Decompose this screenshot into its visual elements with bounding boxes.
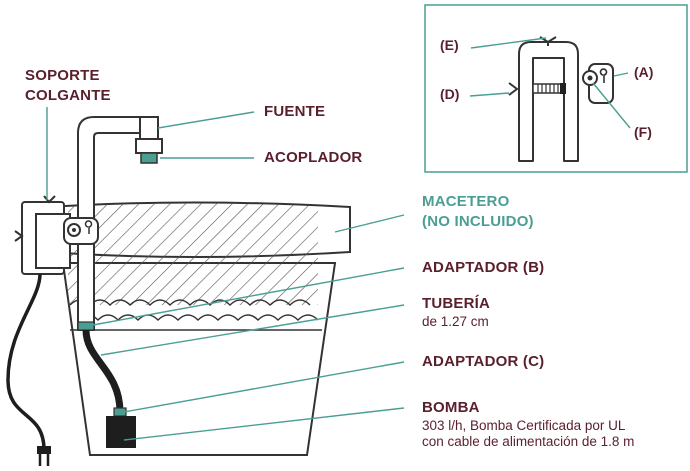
label-soporte-line1: SOPORTE <box>25 67 100 84</box>
label-tuberia-detail: de 1.27 cm <box>422 314 489 329</box>
label-acoplador: ACOPLADOR <box>264 149 363 166</box>
inset-label-d: (D) <box>440 86 460 102</box>
pump <box>106 416 136 448</box>
label-bomba-detail-1: 303 l/h, Bomba Certificada por UL <box>422 418 626 433</box>
inset-detail-box <box>424 4 688 173</box>
inset-label-f: (F) <box>634 124 652 140</box>
label-adaptador-b: ADAPTADOR (B) <box>422 259 545 276</box>
inset-label-e: (E) <box>440 37 459 53</box>
label-soporte-line2: COLGANTE <box>25 87 111 104</box>
label-bomba: BOMBA <box>422 399 480 416</box>
label-macetero-line2: (NO INCLUIDO) <box>422 213 534 230</box>
label-adaptador-c: ADAPTADOR (C) <box>422 353 545 370</box>
label-macetero-line1: MACETERO <box>422 193 510 210</box>
label-tuberia: TUBERÍA <box>422 295 491 312</box>
inset-label-a: (A) <box>634 64 654 80</box>
label-bomba-detail-2: con cable de alimentación de 1.8 m <box>422 434 635 449</box>
label-fuente: FUENTE <box>264 103 326 120</box>
